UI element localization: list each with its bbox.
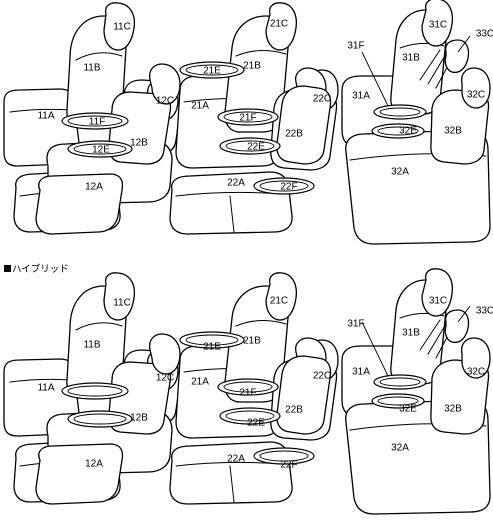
label-21b: 21B [243,336,261,347]
label-22b: 22B [285,405,303,416]
label-31b: 31B [402,328,420,339]
label-21f: 21F [239,388,256,399]
label-22c: 22C [313,371,331,382]
label-31c: 31C [429,296,447,307]
label-12b: 12B [130,138,148,149]
label-32b: 32B [444,126,462,137]
label-22e: 22E [247,418,265,429]
label-21e: 21E [203,66,221,77]
label-21f: 21F [239,113,256,124]
label-12c: 12C [156,96,174,107]
label-32b: 32B [444,404,462,415]
label-11b: 11B [83,340,100,351]
label-21a: 21A [191,101,209,112]
label-21c: 21C [270,296,288,307]
label-32a: 32A [391,167,409,178]
label-11a: 11A [37,111,54,122]
top-variant-labels: 11C 11B 11A 11F 12C 12B 12E 12A 21C 21E … [37,19,493,193]
label-22a: 22A [227,454,245,465]
label-31c: 31C [429,20,447,31]
label-22e: 22E [247,142,265,153]
label-11c: 11C [113,298,131,309]
hybrid-section-title: ハイブリッド [4,261,69,275]
label-22b: 22B [285,129,303,140]
label-32a: 32A [391,443,409,454]
label-32e: 32E [399,404,417,415]
label-33c: 33C [476,29,493,40]
label-12a: 12A [85,459,103,470]
label-31a: 31A [352,367,370,378]
label-31a: 31A [352,91,370,102]
label-11f: 11F [89,117,106,128]
label-21e: 21E [203,342,221,353]
label-12e: 12E [92,145,110,156]
label-31f: 31F [347,319,364,330]
label-21a: 21A [191,377,209,388]
label-11b: 11B [83,63,100,74]
label-22a: 22A [227,178,245,189]
label-22f: 22F [280,460,297,471]
hybrid-variant-labels: 11C 11B 11A 12C 12B 12A 21C 21E 21B 21A … [37,296,493,471]
label-11c: 11C [113,22,131,33]
label-21c: 21C [270,19,288,30]
label-32c: 32C [467,367,485,378]
label-21b: 21B [243,61,261,72]
square-bullet-icon [4,265,11,272]
label-31b: 31B [402,53,420,64]
label-32e: 32E [399,126,417,137]
label-12c: 12C [156,373,174,384]
label-33c: 33C [476,306,493,317]
label-31f: 31F [347,41,364,52]
label-12a: 12A [85,182,103,193]
label-22c: 22C [313,94,331,105]
label-11a: 11A [37,383,54,394]
label-32c: 32C [467,90,485,101]
label-22f: 22F [280,182,297,193]
hybrid-section-title-text: ハイブリッド [12,264,69,275]
label-12b: 12B [130,413,148,424]
